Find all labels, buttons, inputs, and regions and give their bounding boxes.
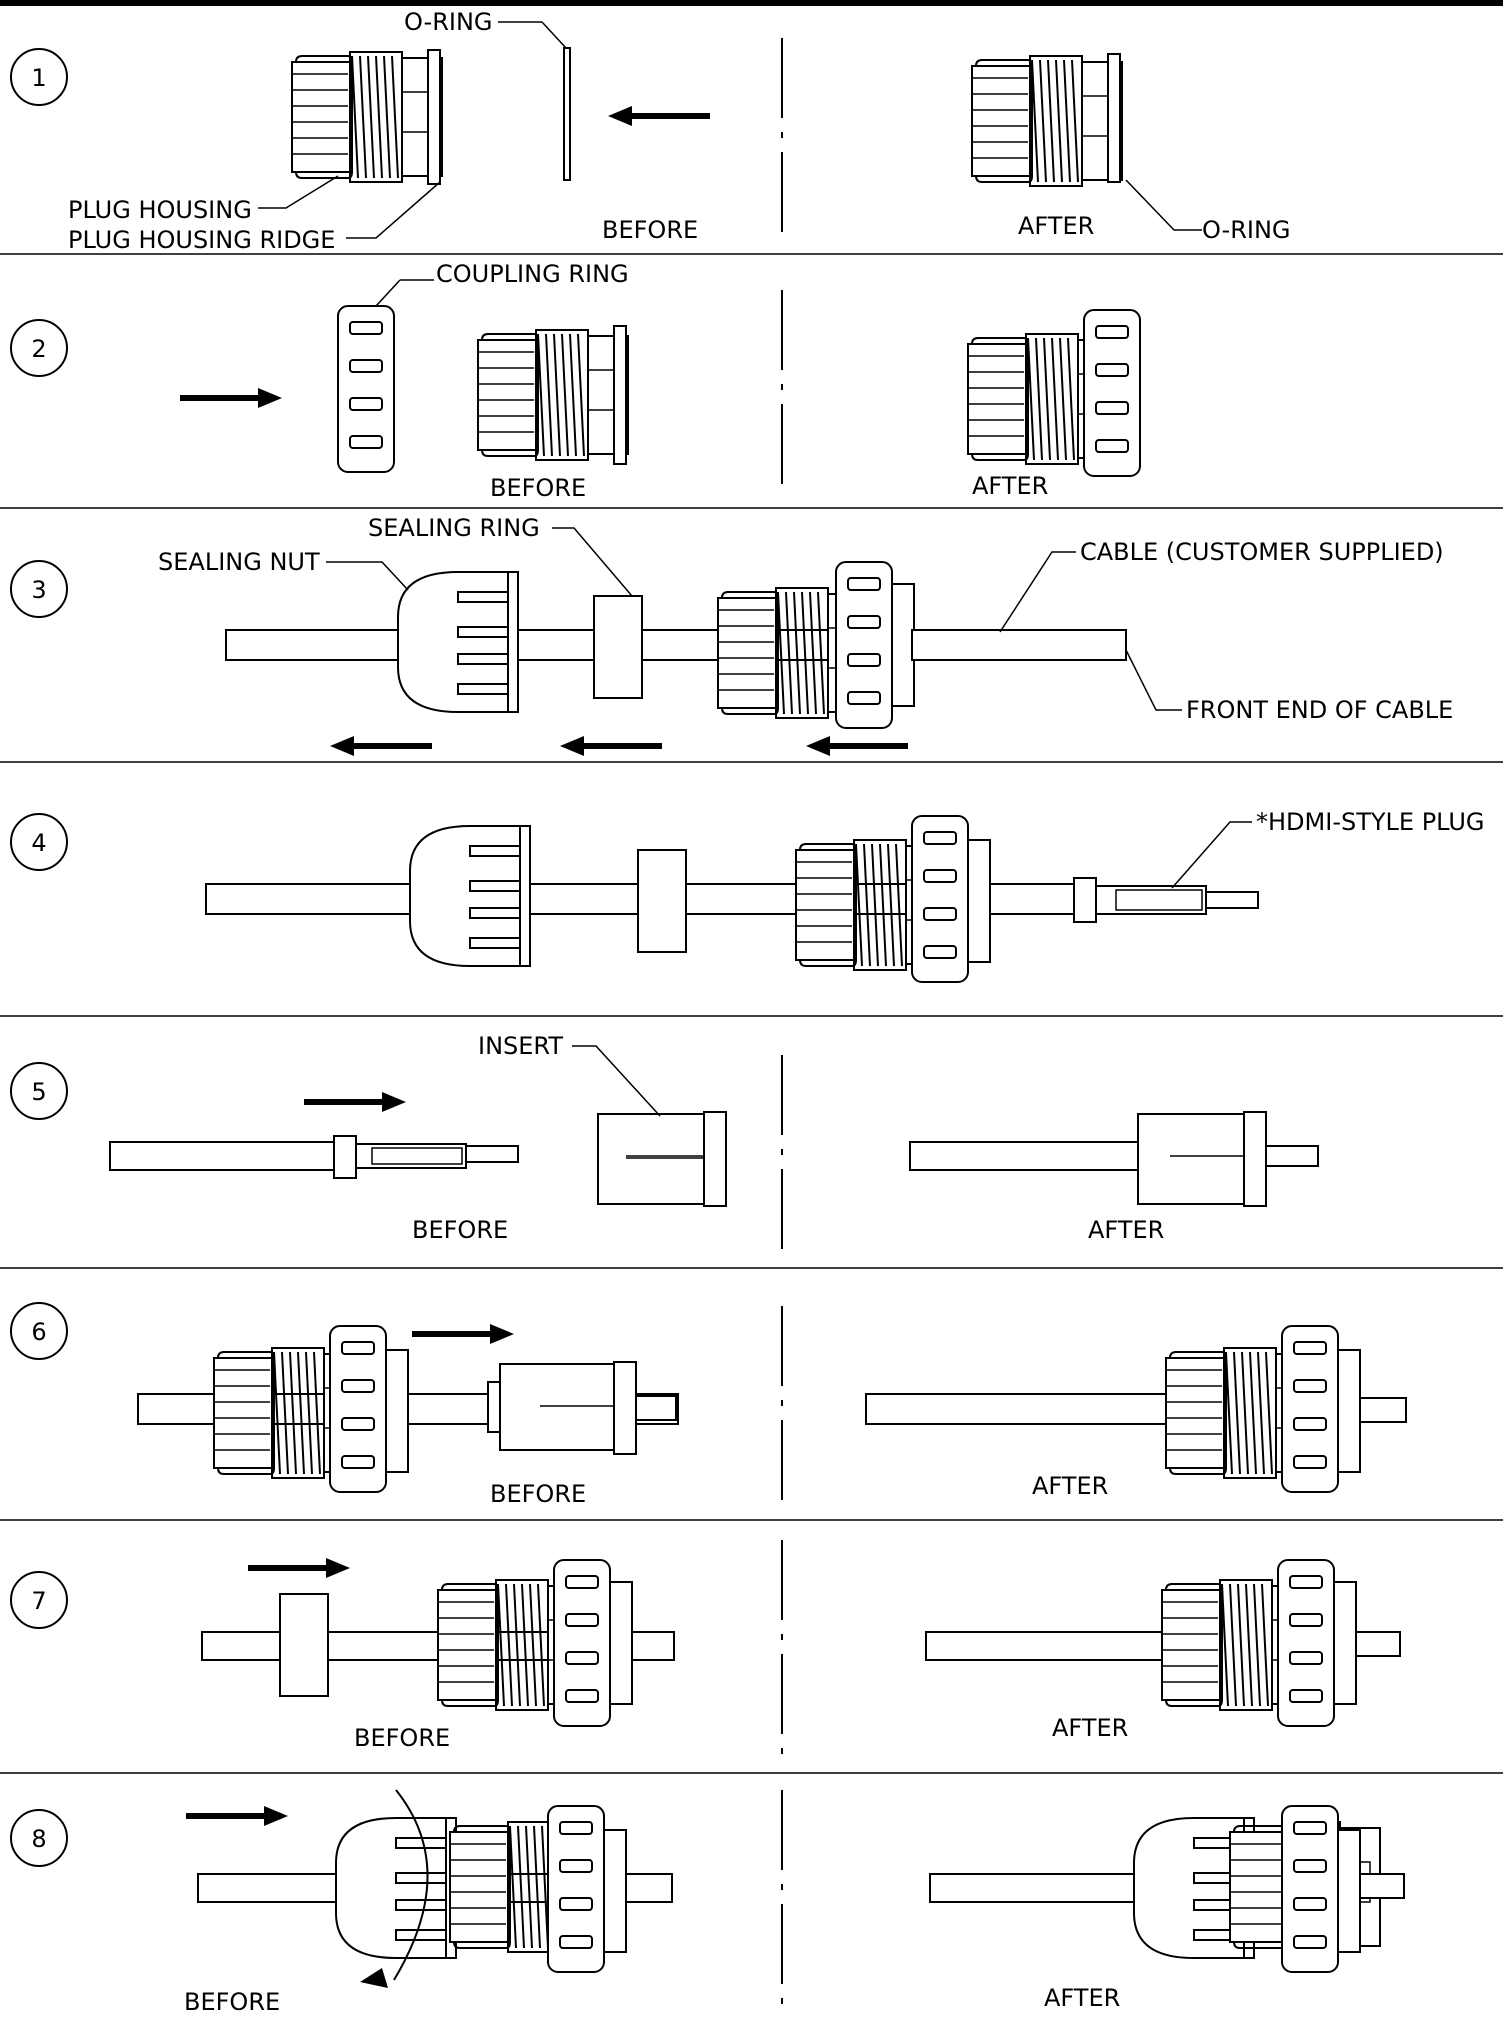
arrow-left-icon	[608, 106, 710, 126]
label-plug-housing: PLUG HOUSING	[68, 196, 252, 224]
plug-housing-ridge-drawing	[427, 49, 441, 185]
svg-text:7: 7	[31, 1587, 46, 1615]
sealing-nut-drawing	[335, 1817, 457, 1959]
step-8-number: 8	[10, 1809, 68, 1867]
label-cable: CABLE (CUSTOMER SUPPLIED)	[1080, 538, 1444, 566]
hdmi-plug-drawing	[333, 1135, 357, 1179]
after-coupling-ring	[1281, 1805, 1339, 1973]
arrow-left-icon	[560, 736, 662, 756]
svg-text:6: 6	[31, 1318, 46, 1346]
step-6: BEFORE AFTER	[137, 1324, 1407, 1508]
step-4: *HDMI-STYLE PLUG	[205, 808, 1485, 983]
coupling-ring-drawing	[553, 1559, 611, 1727]
step-5: INSERT BEFORE AFTER	[109, 1032, 1319, 1244]
svg-text:8: 8	[31, 1825, 46, 1853]
cable-drawing	[109, 1141, 335, 1171]
after-cable	[909, 1141, 1139, 1171]
arrow-right-icon	[304, 1092, 406, 1112]
step-3-number: 3	[10, 560, 68, 618]
plug-housing-drawing	[291, 51, 443, 183]
svg-text:2: 2	[31, 335, 46, 363]
svg-text:1: 1	[31, 64, 46, 92]
label-sealing-nut: SEALING NUT	[158, 548, 320, 576]
step-2-number: 2	[10, 319, 68, 377]
step-8: BEFORE AFTER	[184, 1789, 1405, 2016]
step-1-number: 1	[10, 48, 68, 106]
step-6-number: 6	[10, 1302, 68, 1360]
step-5-after-label: AFTER	[1088, 1216, 1164, 1244]
step-4-number: 4	[10, 813, 68, 871]
rotation-arrow-icon	[393, 1789, 429, 1981]
coupling-ring-drawing	[911, 815, 969, 983]
step-5-number: 5	[10, 1062, 68, 1120]
step-2: COUPLING RING BEFORE AFTER	[180, 260, 1141, 502]
label-coupling-ring: COUPLING RING	[436, 260, 629, 288]
label-plug-housing-ridge: PLUG HOUSING RIDGE	[68, 226, 335, 254]
sealing-ring-drawing	[593, 595, 643, 699]
step-7-before-label: BEFORE	[354, 1724, 450, 1752]
step-number-circles: 1 2 3 4 5 6 7 8	[10, 48, 68, 1867]
arrow-right-icon	[248, 1558, 350, 1578]
sealing-nut-drawing	[397, 571, 519, 713]
after-cable	[929, 1873, 1151, 1903]
svg-text:4: 4	[31, 829, 46, 857]
coupling-ring-drawing	[547, 1805, 605, 1973]
label-hdmi-style-plug: *HDMI-STYLE PLUG	[1256, 808, 1485, 836]
label-o-ring-after: O-RING	[1202, 216, 1291, 244]
coupling-ring-drawing	[329, 1325, 387, 1493]
section-separators	[0, 253, 1503, 1774]
step-2-after-label: AFTER	[972, 472, 1048, 500]
insert-drawing	[499, 1363, 615, 1451]
arrow-left-icon	[806, 736, 908, 756]
coupling-ring-drawing	[337, 305, 395, 473]
label-o-ring: O-RING	[404, 8, 493, 36]
o-ring-drawing	[563, 47, 571, 181]
step-7-after-label: AFTER	[1052, 1714, 1128, 1742]
sealing-ring-drawing	[279, 1593, 329, 1697]
after-insert	[1137, 1113, 1245, 1205]
plug-housing-drawing	[477, 329, 629, 461]
step-1: O-RING PLUG HOUSING PLUG HOUSING RIDGE B…	[68, 8, 1291, 254]
coupling-ring-drawing	[835, 561, 893, 729]
step-7-number: 7	[10, 1571, 68, 1629]
after-coupling-ring	[1277, 1559, 1335, 1727]
step-8-before-label: BEFORE	[184, 1988, 280, 2016]
after-coupling-ring	[1281, 1325, 1339, 1493]
label-sealing-ring: SEALING RING	[368, 514, 540, 542]
coupling-ring-installed	[1083, 309, 1141, 477]
label-insert: INSERT	[478, 1032, 563, 1060]
sealing-ring-drawing	[637, 849, 687, 953]
insert-drawing	[597, 1113, 705, 1205]
step-1-after-label: AFTER	[1018, 212, 1094, 240]
step-5-before-label: BEFORE	[412, 1216, 508, 1244]
arrow-right-icon	[412, 1324, 514, 1344]
step-8-after-label: AFTER	[1044, 1984, 1120, 2012]
after-cable	[925, 1631, 1163, 1661]
hdmi-plug-drawing	[1073, 877, 1097, 923]
arrow-right-icon	[180, 388, 282, 408]
label-front-end-of-cable: FRONT END OF CABLE	[1186, 696, 1453, 724]
svg-text:3: 3	[31, 576, 46, 604]
after-cable	[865, 1393, 1167, 1425]
arrow-right-icon	[186, 1806, 288, 1826]
step-6-after-label: AFTER	[1032, 1472, 1108, 1500]
step-3: SEALING NUT SEALING RING CABLE (CUSTOMER…	[158, 514, 1453, 756]
sealing-nut-drawing	[409, 825, 531, 967]
svg-text:5: 5	[31, 1078, 46, 1106]
after-assembled-housing	[971, 55, 1123, 187]
step-1-before-label: BEFORE	[602, 216, 698, 244]
step-6-before-label: BEFORE	[490, 1480, 586, 1508]
arrow-left-icon	[330, 736, 432, 756]
step-7: BEFORE AFTER	[201, 1558, 1401, 1752]
step-2-before-label: BEFORE	[490, 474, 586, 502]
